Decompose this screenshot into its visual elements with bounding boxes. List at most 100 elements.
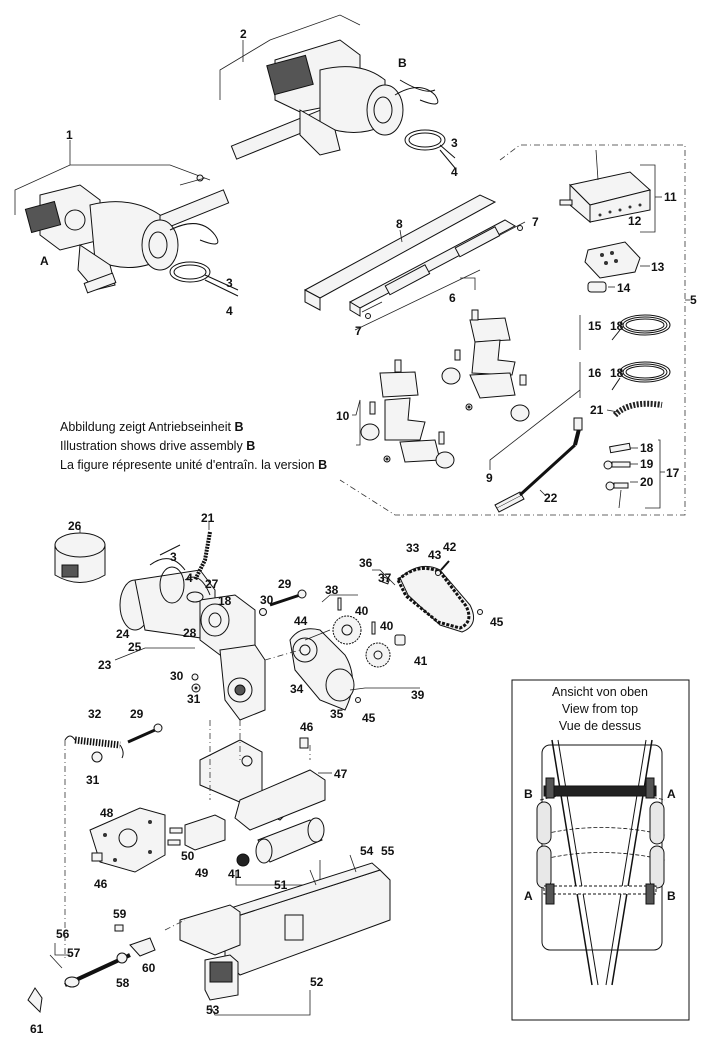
drive-roller [236, 817, 325, 867]
part-number-34: 34 [290, 682, 304, 696]
part-number-18d: 18 [218, 594, 232, 608]
release-lever [27, 924, 156, 1014]
part-number-46b: 46 [94, 877, 108, 891]
part-number-45: 45 [362, 711, 376, 725]
caption-french: La figure répresente unité d'entraîn. la… [60, 458, 318, 472]
part-number-48: 48 [100, 806, 114, 820]
part-number-44: 44 [294, 614, 308, 628]
part-number-19: 19 [640, 457, 654, 471]
bolt-29b [127, 728, 156, 744]
part-number-30: 30 [260, 593, 274, 607]
svg-text:Abbildung zeigt Antriebseinhei: Abbildung zeigt Antriebseinheit B [60, 420, 243, 434]
cable-terminals [603, 442, 631, 509]
part-number-31b: 31 [86, 773, 100, 787]
part-number-47: 47 [334, 767, 348, 781]
part-number-1: 1 [66, 128, 73, 142]
caption-german: Abbildung zeigt Antriebseinheit [60, 420, 234, 434]
drive-assembly-a [14, 140, 239, 297]
part-number-30b: 30 [170, 669, 184, 683]
variant-label-a: A [40, 254, 49, 268]
inset-title-french: Vue de dessus [559, 719, 641, 733]
part-number-17: 17 [666, 466, 680, 480]
part-number-33: 33 [406, 541, 420, 555]
part-number-18c: 18 [640, 441, 654, 455]
corrugated-tube [612, 400, 663, 418]
part-number-11: 11 [664, 190, 677, 204]
variant-label-b: B [398, 56, 407, 70]
part-number-3c: 3 [170, 550, 177, 564]
caption-english-variant: B [246, 439, 255, 453]
flange-plate [89, 807, 226, 873]
part-number-4: 4 [226, 304, 233, 318]
part-number-60: 60 [142, 961, 156, 975]
part-number-10: 10 [336, 409, 350, 423]
mounting-brackets [360, 309, 530, 469]
inset-label-top-left: B [524, 787, 533, 801]
part-number-7: 7 [532, 215, 539, 229]
remote-control [584, 241, 641, 293]
drive-assembly-b [219, 14, 456, 169]
mounting-plate [199, 737, 326, 831]
part-number-59: 59 [113, 907, 127, 921]
part-number-4c: 4 [186, 571, 193, 585]
part-number-49: 49 [195, 866, 209, 880]
control-box [559, 149, 652, 224]
part-number-22: 22 [544, 491, 558, 505]
caption-french-variant: B [318, 458, 327, 472]
part-number-50: 50 [181, 849, 195, 863]
part-number-18a: 18 [610, 319, 624, 333]
part-number-21b: 21 [201, 511, 215, 525]
part-number-5: 5 [690, 293, 697, 307]
part-number-36: 36 [359, 556, 373, 570]
part-number-56: 56 [56, 927, 70, 941]
part-number-52: 52 [310, 975, 324, 989]
crank-handle [494, 417, 583, 513]
part-number-42: 42 [443, 540, 457, 554]
inset-label-bottom-right: B [667, 889, 676, 903]
frame-beam [179, 854, 391, 1001]
part-number-27: 27 [205, 577, 219, 591]
top-view-inset: Ansicht von oben View from top Vue de de… [511, 679, 690, 1021]
part-number-51: 51 [274, 878, 288, 892]
part-number-37: 37 [378, 571, 392, 585]
part-number-40: 40 [355, 604, 369, 618]
part-number-24: 24 [116, 627, 130, 641]
svg-text:Illustration shows drive assem: Illustration shows drive assembly B [60, 439, 255, 453]
chain-drive [289, 560, 483, 711]
illustration-caption: Abbildung zeigt Antriebseinheit B Illust… [60, 420, 327, 472]
tension-spring [64, 735, 124, 759]
part-number-54: 54 [360, 844, 374, 858]
inset-label-top-right: A [667, 787, 676, 801]
part-number-26: 26 [68, 519, 82, 533]
part-number-41: 41 [414, 654, 428, 668]
part-number-6: 6 [449, 291, 456, 305]
part-number-35: 35 [330, 707, 344, 721]
assembly-guide-lines [64, 649, 311, 960]
part-number-13: 13 [651, 260, 665, 274]
part-number-2: 2 [240, 27, 247, 41]
part-number-29: 29 [278, 577, 292, 591]
bolt-29 [269, 593, 301, 607]
part-number-23: 23 [98, 658, 112, 672]
part-number-4b: 4 [451, 165, 458, 179]
part-number-21: 21 [590, 403, 604, 417]
part-number-16: 16 [588, 366, 602, 380]
part-number-43: 43 [428, 548, 442, 562]
part-number-39: 39 [411, 688, 425, 702]
part-number-61: 61 [30, 1022, 44, 1036]
part-number-32: 32 [88, 707, 102, 721]
part-number-7b: 7 [355, 324, 362, 338]
part-number-57: 57 [67, 946, 81, 960]
part-number-3b: 3 [451, 136, 458, 150]
part-number-46: 46 [300, 720, 314, 734]
part-number-9: 9 [486, 471, 493, 485]
part-number-18b: 18 [610, 366, 624, 380]
part-number-8: 8 [396, 217, 403, 231]
part-number-20: 20 [640, 475, 654, 489]
part-number-12: 12 [628, 214, 642, 228]
part-number-45b: 45 [490, 615, 504, 629]
inset-title-german: Ansicht von oben [552, 685, 648, 699]
cable-16 [611, 361, 671, 391]
inset-title-english: View from top [562, 702, 638, 716]
svg-text:La figure répresente unité d'e: La figure répresente unité d'entraîn. la… [60, 458, 327, 472]
